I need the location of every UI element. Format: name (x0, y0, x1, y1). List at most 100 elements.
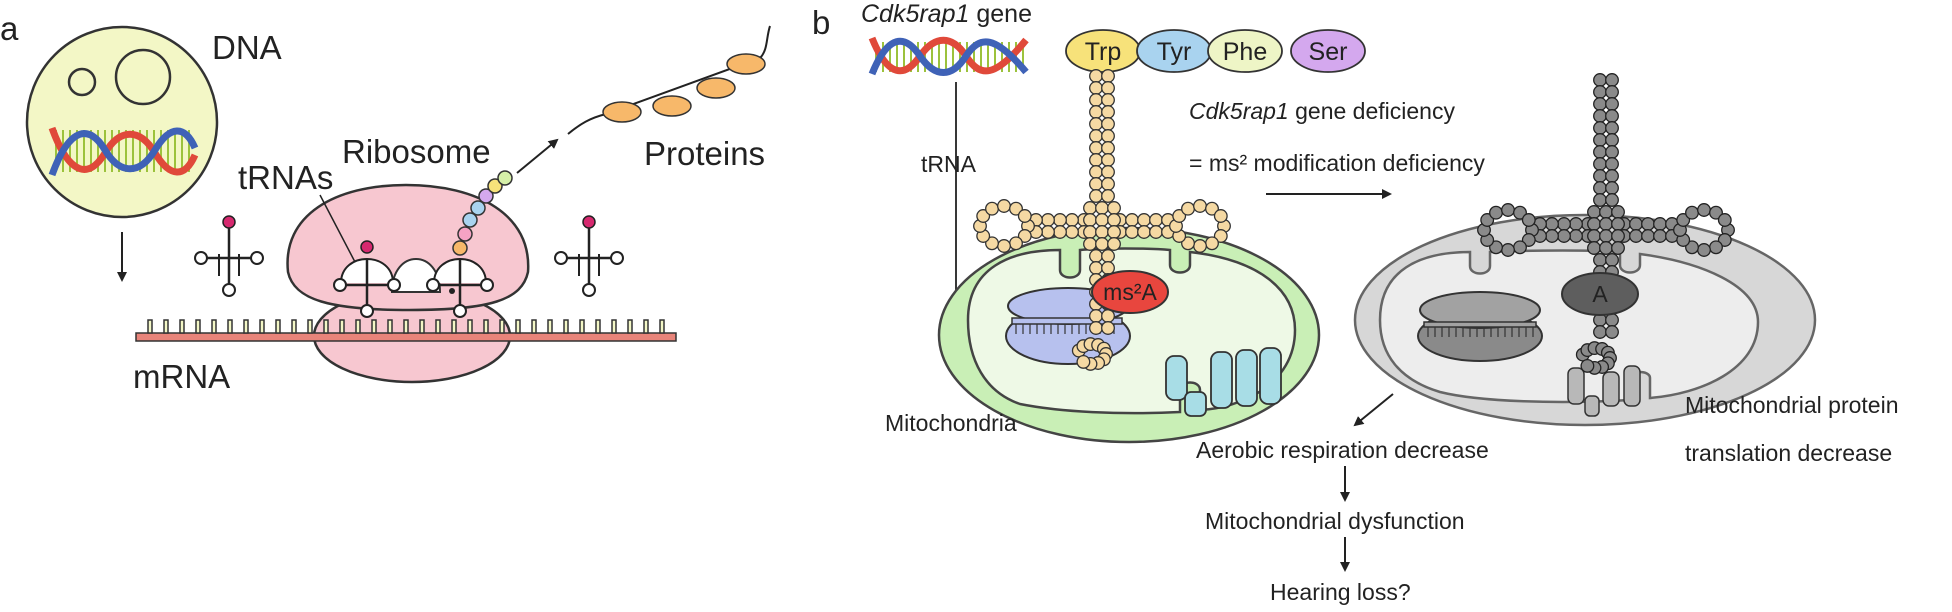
codon-tick (371, 319, 377, 334)
trna-bead (1580, 358, 1595, 373)
trna-bead (1205, 201, 1219, 216)
trna-bead (1569, 229, 1583, 243)
trna-bead (1587, 217, 1601, 231)
trna-bead (1513, 240, 1527, 255)
trna-bead (1101, 153, 1115, 167)
trna-bead (1089, 153, 1103, 167)
trna-bead (1545, 229, 1559, 243)
trna-icon-ribosome-1 (333, 240, 401, 318)
amino-acid-trp: Trp (1085, 38, 1122, 66)
codon-tick (563, 319, 569, 334)
trna-bead (1611, 205, 1625, 219)
codon-tick (355, 319, 361, 334)
protein-chain (567, 25, 771, 135)
trna-bead (1605, 169, 1619, 183)
gene-suffix: gene (969, 0, 1032, 28)
trna-bead (1593, 181, 1607, 195)
mito-ribosome-deficient (1417, 291, 1543, 362)
trna-bead (1089, 117, 1103, 131)
codon-tick (163, 319, 169, 334)
trna-bead (1107, 213, 1121, 227)
trna-bead (1101, 249, 1115, 263)
trna-bead (1587, 241, 1601, 255)
codon-tick (483, 319, 489, 334)
codon-tick (307, 319, 313, 334)
trna-bead (985, 201, 999, 216)
trna-bead (1605, 325, 1619, 339)
trna-bead (997, 239, 1011, 253)
trna-bead (1089, 249, 1103, 263)
trna-bead (1521, 213, 1536, 227)
codon-tick (291, 319, 297, 334)
mrna-strand (135, 319, 677, 342)
codon-tick (611, 319, 617, 334)
trna-bead (1697, 203, 1711, 217)
trna-bead (1629, 229, 1643, 243)
trna-bead (1557, 229, 1571, 243)
trna-bead (1089, 69, 1103, 83)
trna-bead (1149, 213, 1163, 227)
trna-bead (1641, 229, 1655, 243)
codon-tick (339, 319, 345, 334)
trna-bead (1205, 236, 1219, 251)
trna-bead (1593, 157, 1607, 171)
trna-bead (1593, 325, 1607, 339)
gene-name: Cdk5rap1 (861, 0, 969, 28)
trna-bead (1717, 213, 1732, 227)
trna-bead (1569, 217, 1583, 231)
codon-tick (547, 319, 553, 334)
trna-bead (1611, 241, 1625, 255)
mitochondria-label: Mitochondria (885, 410, 1017, 436)
translation-arrow (516, 138, 559, 174)
oxphos-complexes-deficient (1567, 365, 1641, 417)
trna-bead (1605, 97, 1619, 111)
codon-tick (451, 319, 457, 334)
trna-bead (1593, 85, 1607, 99)
outcome-hearing-loss: Hearing loss? (1270, 579, 1411, 605)
trna-bead (1101, 165, 1115, 179)
codon-tick (595, 319, 601, 334)
trna-bead (1101, 141, 1115, 155)
trna-icon-ribosome-2 (426, 258, 494, 318)
trna-bead (1089, 129, 1103, 143)
trna-bead (1089, 189, 1103, 203)
trna-bead (1101, 177, 1115, 191)
trna-icon-left (194, 215, 264, 297)
trna-bead (1593, 253, 1607, 267)
trna-beads-normal (973, 69, 1231, 371)
translation-decrease-line1: Mitochondrial protein (1685, 392, 1899, 418)
trna-bead (1697, 243, 1711, 257)
codon-tick (243, 319, 249, 334)
trnas-label: tRNAs (238, 159, 333, 196)
trna-bead (1083, 201, 1097, 215)
trna-bead (1101, 129, 1115, 143)
ms2a-badge (1091, 270, 1169, 314)
trna-bead (1593, 133, 1607, 147)
codon-tick (211, 319, 217, 334)
deficiency-suffix: gene deficiency (1289, 98, 1456, 124)
dna-nucleus (25, 25, 219, 219)
trna-bead (1709, 240, 1723, 255)
deficiency-label: Cdk5rap1 gene deficiency (1189, 98, 1455, 124)
trna-bead (1041, 225, 1055, 239)
trna-bead (1193, 239, 1207, 253)
codon-tick (259, 319, 265, 334)
codon-tick (531, 319, 537, 334)
ms2a-label: ms²A (1103, 279, 1157, 305)
ms2-deficiency-label: = ms² modification deficiency (1189, 150, 1485, 176)
trna-bead (1065, 225, 1079, 239)
trna-bead (1480, 213, 1495, 227)
dna-helix-icon (48, 126, 199, 177)
codon-tick (467, 319, 473, 334)
trna-beads-deficient (1477, 73, 1735, 375)
mitochondrion-deficient (1353, 213, 1817, 427)
trna-bead (1095, 213, 1109, 227)
amino-acid-ser: Ser (1309, 38, 1348, 66)
trna-bead (1587, 229, 1601, 243)
trna-bead (1089, 93, 1103, 107)
deficiency-gene: Cdk5rap1 (1189, 98, 1289, 124)
trna-bead (1095, 225, 1109, 239)
trna-bead (1107, 201, 1121, 215)
trna-bead (1089, 141, 1103, 155)
